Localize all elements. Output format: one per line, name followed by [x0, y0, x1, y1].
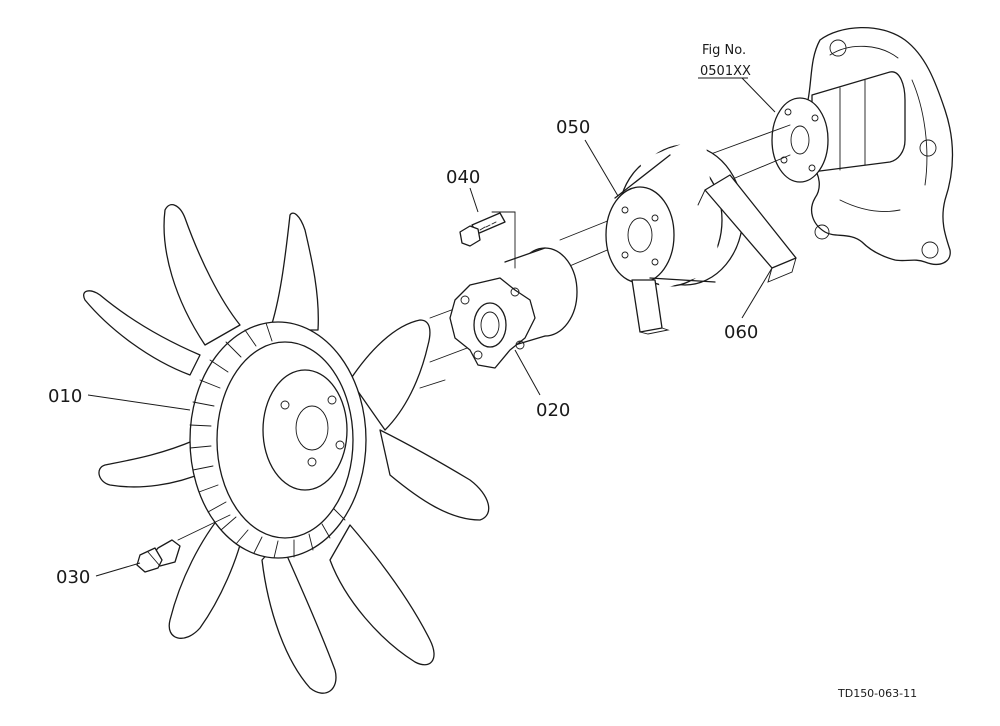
label-050: 050: [556, 117, 590, 138]
cooling-fan: [83, 204, 490, 694]
label-030: 030: [56, 567, 90, 588]
label-060: 060: [724, 322, 758, 343]
part-labels: 010 020 030 040 050 060: [48, 117, 758, 588]
water-pump-housing: [771, 26, 954, 265]
fan-spacer: [449, 247, 578, 369]
fan-pulley: [605, 135, 744, 290]
drawing-code: TD150-063-11: [837, 687, 917, 700]
label-020: 020: [536, 400, 570, 421]
v-belt: [631, 174, 797, 335]
label-010: 010: [48, 386, 82, 407]
leader-lines: [87, 77, 776, 577]
figure-reference: Fig No. 0501XX: [698, 43, 751, 79]
fig-ref-number: 0501XX: [700, 64, 751, 79]
label-040: 040: [446, 167, 480, 188]
bolt-030-icon: [136, 514, 231, 573]
bolt-040-icon: [459, 211, 516, 269]
fig-ref-title: Fig No.: [702, 43, 746, 58]
